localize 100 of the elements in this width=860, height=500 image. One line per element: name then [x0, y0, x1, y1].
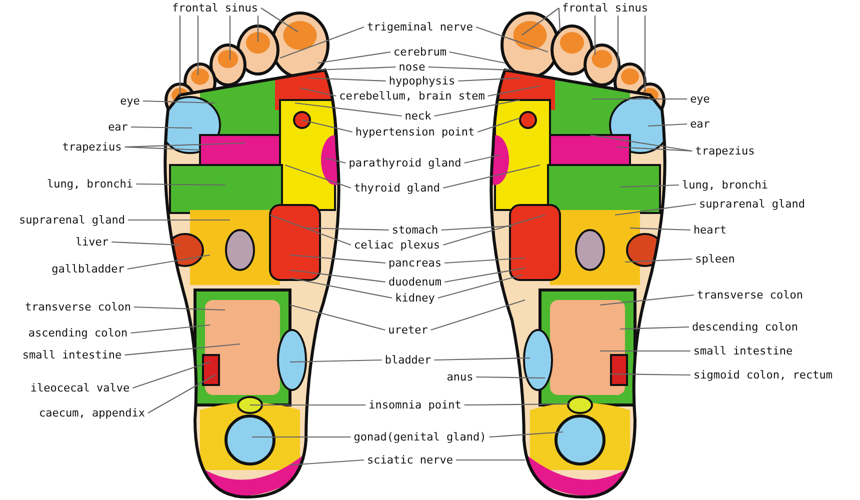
- leader-line: [630, 227, 690, 231]
- leader-line: [280, 26, 364, 59]
- leader-line: [488, 85, 540, 97]
- zone-label: cerebrum: [394, 46, 446, 58]
- zone-label: suprarenal gland: [699, 198, 805, 210]
- leader-line: [458, 77, 520, 82]
- zone-label: cerebellum, brain stem: [339, 90, 485, 102]
- zone-label: ascending colon: [28, 326, 128, 340]
- zone-label: trigeminal nerve: [367, 20, 473, 34]
- zone-label: hypophysis: [388, 74, 456, 88]
- leader-line: [620, 184, 679, 188]
- leader-line: [522, 8, 560, 36]
- zone-label: sigmoid colon, rectum: [693, 368, 833, 382]
- leader-line: [128, 219, 230, 221]
- zone-label: suprarenal gland: [19, 214, 125, 226]
- zone-label: eye: [120, 94, 140, 108]
- leader-line: [302, 119, 353, 133]
- zone-label: lung, bronchi: [682, 178, 768, 192]
- leader-line: [130, 126, 192, 129]
- leader-line: [644, 16, 646, 92]
- leader-line: [456, 459, 525, 461]
- zone-label: descending colon: [692, 320, 798, 334]
- zone-label: gonad(genital gland): [354, 430, 486, 444]
- zone-label: transverse colon: [25, 300, 131, 314]
- zone-label: hypertension point: [355, 126, 475, 138]
- leader-line: [250, 404, 366, 406]
- zone-label: spleen: [695, 252, 735, 266]
- leader-line: [134, 306, 226, 311]
- leader-line: [294, 102, 402, 117]
- leader-line: [290, 254, 386, 264]
- leader-line: [124, 343, 240, 356]
- leader-line: [594, 16, 596, 55]
- leader-line: [130, 324, 210, 334]
- leader-line: [434, 357, 530, 361]
- zone-label: gallbladder: [52, 262, 124, 276]
- leader-line: [614, 203, 696, 216]
- leader-line: [476, 26, 548, 53]
- leader-line: [428, 66, 512, 71]
- zone-label: heart: [693, 224, 727, 236]
- leader-line: [590, 134, 692, 152]
- leader-line: [290, 277, 392, 299]
- leader-line: [592, 98, 688, 100]
- zone-label: small intestine: [693, 344, 793, 358]
- zone-label: ear: [108, 120, 128, 134]
- leader-line: [464, 403, 570, 406]
- leader-line: [290, 459, 364, 466]
- zone-label: eye: [690, 92, 710, 106]
- leader-line: [257, 16, 259, 42]
- zone-label: parathyroid gland: [348, 156, 462, 170]
- zone-label: sciatic nerve: [366, 454, 454, 466]
- leader-line: [624, 258, 692, 263]
- leader-line: [620, 326, 690, 330]
- zone-label: neck: [404, 110, 432, 122]
- leader-line: [444, 267, 526, 283]
- leader-line: [290, 304, 386, 331]
- zone-label: bladder: [384, 354, 432, 366]
- leader-line: [260, 8, 298, 32]
- leader-line: [132, 361, 210, 389]
- leader-line: [290, 359, 382, 363]
- zone-label: ureter: [388, 324, 428, 336]
- zone-label: stomach: [392, 224, 438, 236]
- zone-label: liver: [75, 236, 109, 248]
- leader-line: [308, 77, 386, 82]
- leader-line: [610, 373, 690, 376]
- leader-line: [434, 99, 520, 117]
- zone-label: lung, bronchi: [46, 178, 134, 190]
- leader-line: [179, 16, 181, 95]
- leader-line: [127, 254, 210, 270]
- leader-line: [112, 241, 180, 246]
- zone-label: kidney: [395, 292, 435, 304]
- leader-line: [600, 350, 690, 352]
- zone-label: pancreas: [388, 256, 442, 270]
- leader-line: [489, 431, 564, 438]
- leader-line: [558, 8, 561, 32]
- leader-line: [430, 299, 526, 331]
- zone-label: small intestine: [22, 348, 122, 362]
- zone-label: trapezius: [62, 140, 122, 154]
- zone-label: frontal sinus: [172, 2, 258, 14]
- zone-label: frontal sinus: [562, 2, 648, 14]
- leader-line: [442, 214, 546, 246]
- leader-line: [449, 51, 506, 64]
- zone-label: trapezius: [695, 144, 755, 158]
- leader-line: [148, 374, 216, 414]
- zone-label: celiac plexus: [354, 238, 440, 252]
- leader-line: [477, 117, 520, 133]
- leader-line: [229, 16, 231, 60]
- leader-line: [476, 376, 545, 379]
- zone-label: duodenum: [388, 276, 442, 288]
- leader-line: [617, 16, 619, 68]
- zone-label: ear: [690, 118, 710, 130]
- leader-line: [648, 123, 688, 127]
- leader-line: [616, 146, 692, 152]
- leader-line: [442, 164, 540, 189]
- leader-line: [444, 257, 526, 264]
- leader-line: [300, 87, 336, 97]
- leader-line: [600, 294, 694, 306]
- leader-line: [324, 157, 346, 164]
- leader-line: [464, 154, 500, 164]
- zone-label: anus: [446, 370, 474, 384]
- zone-label: ileocecal valve: [30, 382, 130, 394]
